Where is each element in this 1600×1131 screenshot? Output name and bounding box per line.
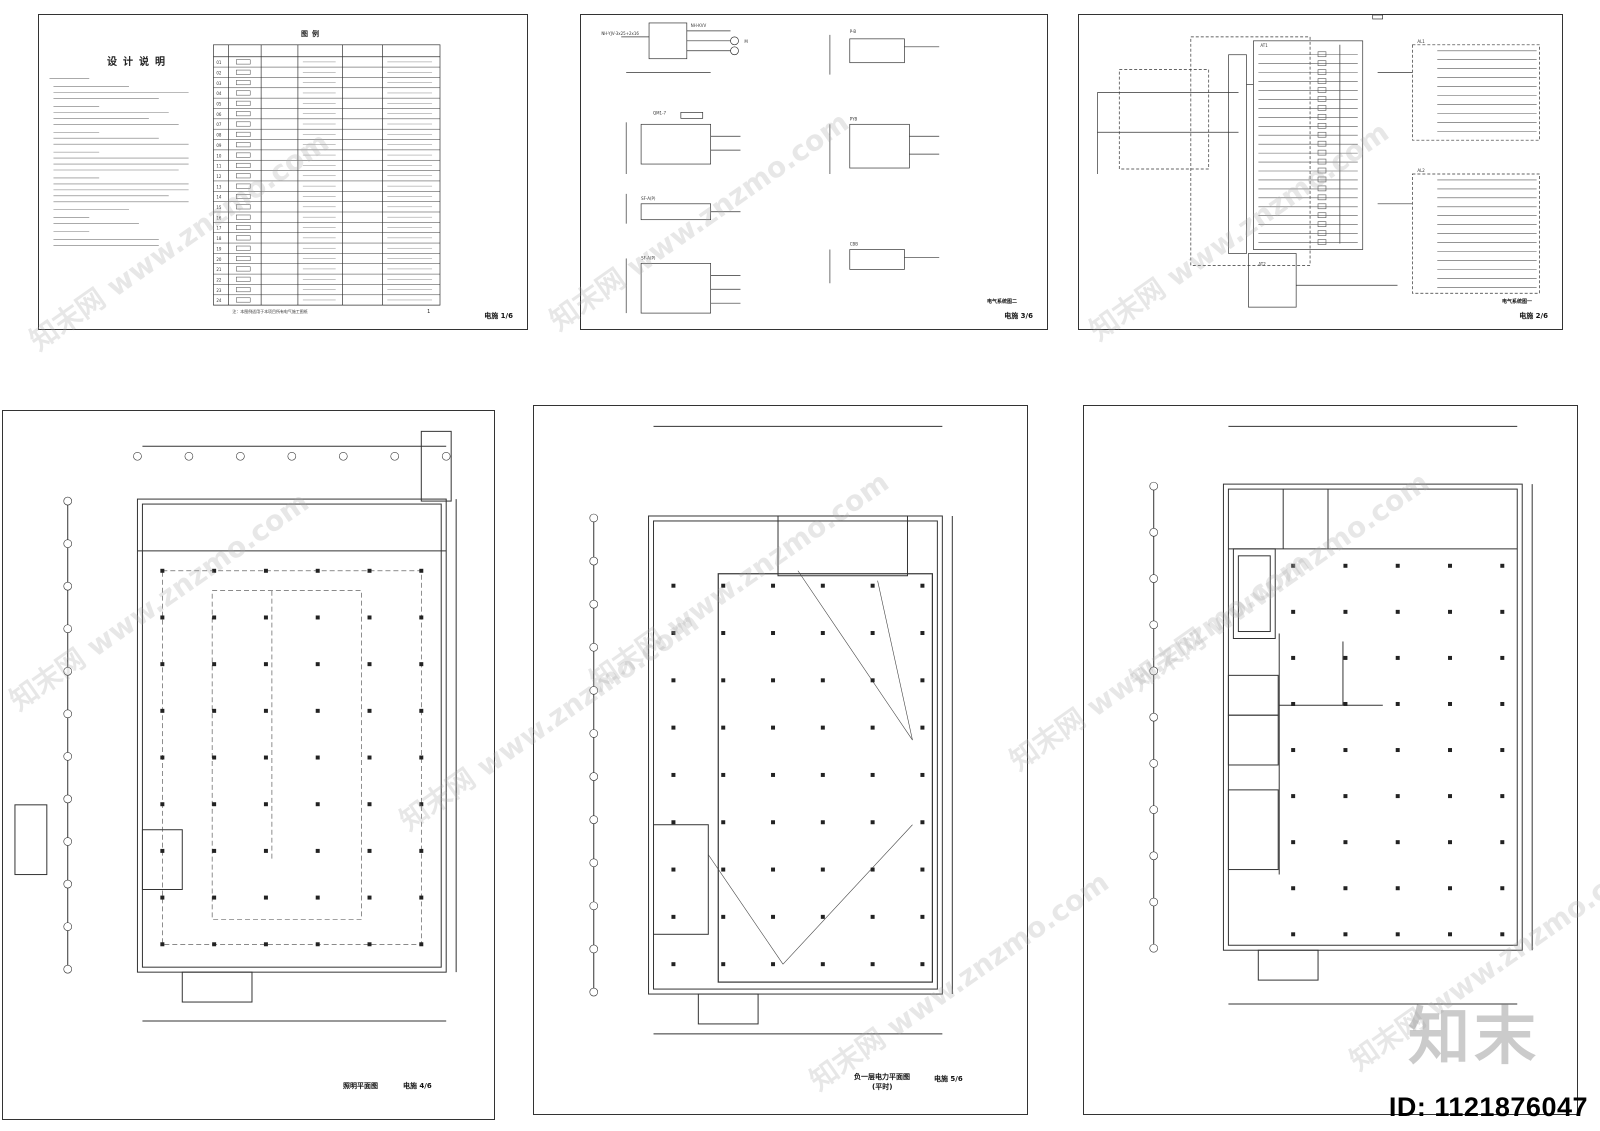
svg-text:NH-YJV-3x25+2x16: NH-YJV-3x25+2x16 — [601, 31, 639, 36]
sheet-footer: 电施 1/6 — [484, 312, 513, 320]
svg-text:PYB: PYB — [850, 116, 858, 121]
legend-row-number: 02 — [216, 70, 222, 75]
sheet-title: 电气系统图一 — [1501, 299, 1532, 305]
svg-text:SF-A(P): SF-A(P) — [641, 255, 656, 260]
brand-logo: 知末 — [1407, 1000, 1540, 1073]
legend-row-number: 20 — [216, 257, 222, 262]
svg-text:AT1: AT1 — [1260, 43, 1268, 48]
sheet-footer: 电施 5/6 — [934, 1075, 963, 1083]
legend-row-number: 22 — [216, 277, 222, 282]
sheet-floor-plan — [1083, 405, 1578, 1115]
svg-text:AT2: AT2 — [1258, 261, 1266, 266]
legend-row-number: 16 — [216, 215, 222, 220]
legend-row-number: 06 — [216, 112, 222, 117]
sheet-subtitle: (平时) — [872, 1083, 893, 1091]
system-diagram-1-drawing: AT1 AT2 AL1 AL2 — [1097, 15, 1540, 308]
sheet-power-plan: 负一层电力平面图 (平时) 电施 5/6 — [533, 405, 1028, 1115]
svg-text:1: 1 — [427, 309, 430, 315]
svg-text:QM1-7: QM1-7 — [653, 110, 667, 115]
legend-row-number: 08 — [216, 133, 222, 138]
legend-row-number: 11 — [216, 164, 222, 169]
svg-text:P-B: P-B — [850, 29, 857, 34]
legend-row-number: 13 — [216, 184, 222, 189]
legend-row-number: 09 — [216, 143, 222, 148]
legend-row-number: 07 — [216, 122, 222, 127]
svg-text:M: M — [744, 39, 748, 44]
legend-row-number: 03 — [216, 81, 222, 86]
svg-text:SF-A(P): SF-A(P) — [641, 196, 656, 201]
sheet-footer: 电施 3/6 — [1004, 312, 1033, 320]
sheet-title: 设计说明 — [107, 57, 171, 68]
svg-text:CBB: CBB — [850, 242, 858, 247]
svg-text:注：本图例适用于本项目所有电气施工图纸: 注：本图例适用于本项目所有电气施工图纸 — [232, 309, 307, 314]
legend-row-number: 17 — [216, 226, 222, 231]
asset-id-label: ID: 1121876047 — [1388, 1092, 1588, 1122]
svg-text:NH-KVV: NH-KVV — [691, 23, 707, 28]
floor-plan-drawing — [1149, 425, 1533, 1005]
legend-row-number: 05 — [216, 102, 222, 107]
legend-row-number: 21 — [216, 267, 222, 272]
svg-text:AL1: AL1 — [1417, 39, 1425, 44]
svg-text:AL2: AL2 — [1417, 168, 1425, 173]
sheet-lighting-plan: 照明平面图 电施 4/6 — [2, 410, 495, 1120]
legend-row-number: 24 — [216, 298, 222, 303]
sheet-title: 照明平面图 — [343, 1082, 378, 1090]
lighting-plan-drawing — [14, 430, 457, 1022]
sheet-system-diagram-1: AT1 AT2 AL1 AL2 电气系统图一 电施 2/6 — [1078, 14, 1563, 330]
power-plan-drawing — [589, 425, 953, 1035]
legend-row-number: 15 — [216, 205, 222, 210]
legend-row-number: 14 — [216, 195, 222, 200]
legend-row-number: 01 — [216, 60, 222, 65]
legend-row-number: 12 — [216, 174, 222, 179]
sheet-design-description: 设计说明 图例 01 02 03 04 05 06 07 08 09 10 — [38, 14, 528, 330]
sheet-title: 电气系统图二 — [986, 299, 1017, 305]
design-notes-drawing: 01 02 03 04 05 06 07 08 09 10 11 12 13 14 15 16 17 18 19 20… — [49, 44, 441, 315]
legend-row-number: 23 — [216, 288, 222, 293]
sheet-footer: 电施 2/6 — [1519, 312, 1548, 320]
legend-row-number: 19 — [216, 246, 222, 251]
legend-row-number: 04 — [216, 91, 222, 96]
sheet-title: 负一层电力平面图 — [854, 1073, 910, 1081]
system-diagram-2-drawing: NH-YJV-3x25+2x16 NH-KVV M QM1-7 SF-A(P) … — [601, 22, 940, 314]
legend-row-number: 18 — [216, 236, 222, 241]
sheet-system-diagram-2: NH-YJV-3x25+2x16 NH-KVV M QM1-7 SF-A(P) … — [580, 14, 1048, 330]
sheet-footer: 电施 4/6 — [403, 1082, 432, 1090]
legend-title: 图例 — [301, 30, 323, 38]
legend-row-number: 10 — [216, 153, 222, 158]
